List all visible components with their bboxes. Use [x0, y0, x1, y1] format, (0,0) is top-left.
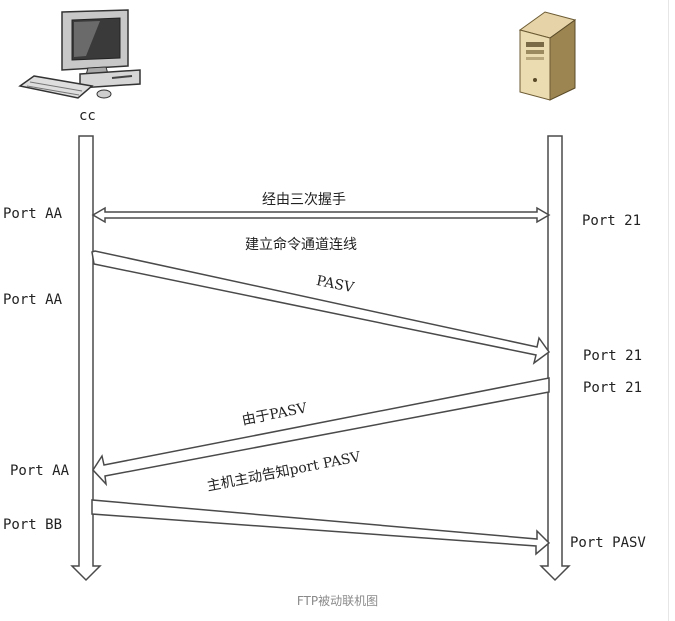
left-port-label: Port AA	[3, 206, 63, 222]
left-port-label: Port AA	[10, 463, 70, 479]
left-port-label: Port BB	[3, 517, 63, 533]
right-port-label: Port PASV	[570, 535, 646, 551]
server-lifeline	[539, 135, 571, 582]
left-port-label: Port AA	[3, 292, 63, 308]
handshake-label: 经由三次握手	[262, 192, 346, 208]
client-label: cc	[79, 108, 96, 124]
figure-caption: FTP被动联机图	[296, 594, 379, 608]
pasv-reply-arrow	[92, 377, 550, 487]
setup-label: 建立命令通道连线	[245, 237, 357, 253]
frame-edge	[668, 0, 669, 621]
pasv-request-arrow	[91, 250, 551, 365]
data-connection-arrow	[91, 499, 551, 556]
desktop-computer-icon	[18, 9, 141, 99]
right-port-label: Port 21	[583, 380, 643, 396]
right-port-label: Port 21	[583, 348, 643, 364]
handshake-arrow	[91, 206, 551, 224]
server-tower-icon	[518, 11, 577, 101]
right-port-label: Port 21	[582, 213, 642, 229]
